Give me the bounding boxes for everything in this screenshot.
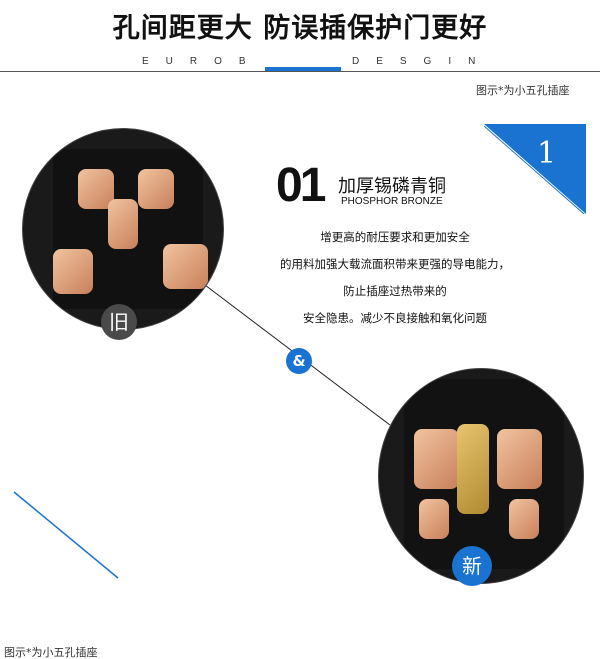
section-description: 增更高的耐压要求和更加安全 的用料加强大载流面积带来更强的导电能力， 防止插座过… <box>255 224 535 332</box>
old-badge: 旧 <box>101 304 137 340</box>
section-subtitle: PHOSPHOR BRONZE <box>341 196 443 207</box>
divider <box>0 71 600 72</box>
section-title: 加厚锡磷青铜 <box>338 176 446 197</box>
description-line: 安全隐患。减少不良接触和氧化问题 <box>303 311 487 325</box>
caption-top: 图示*为小五孔插座 <box>476 84 570 97</box>
description-line: 的用料加强大载流面积带来更强的导电能力， <box>280 257 510 271</box>
corner-triangle <box>484 124 586 214</box>
accent-bar <box>265 67 341 71</box>
ampersand-badge: & <box>286 348 312 374</box>
old-socket-photo <box>22 128 224 330</box>
description-line: 防止插座过热带来的 <box>343 284 447 298</box>
page-title: 孔间距更大 防误插保护门更好 <box>112 13 488 44</box>
corner-number: 1 <box>537 136 557 171</box>
section-number: 01 <box>276 159 326 212</box>
brand-left: EUROB <box>142 56 263 67</box>
description-line: 增更高的耐压要求和更加安全 <box>320 230 470 244</box>
brand-right: DESGIN <box>352 56 493 67</box>
caption-bottom: 图示*为小五孔插座 <box>4 646 98 659</box>
new-socket-photo <box>378 368 584 584</box>
new-badge: 新 <box>452 546 492 586</box>
